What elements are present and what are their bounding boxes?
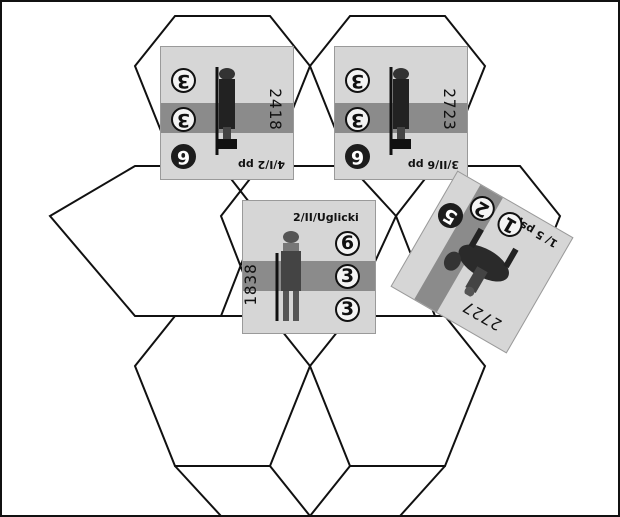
infantry-figure-icon — [209, 63, 245, 159]
hex-cell-3 — [50, 166, 260, 316]
bottom-value: 3 — [171, 68, 196, 93]
counter-number: 2723 — [440, 88, 459, 131]
infantry-figure-icon — [273, 229, 309, 325]
counter-number: 1838 — [242, 263, 260, 306]
hex-cell-7 — [310, 316, 485, 466]
counter-2-II-Uglicki[interactable]: 2/II/Uglicki 1838 6 3 3 — [242, 200, 376, 334]
bottom-value: 3 — [335, 297, 360, 322]
counter-4-I-2-pp[interactable]: 4/I/2 pp 2418 6 3 3 — [160, 46, 294, 180]
cavalry-figure-icon — [433, 218, 535, 315]
hex-edge — [270, 466, 350, 516]
counter-number: 2418 — [266, 88, 285, 131]
mid-value: 3 — [345, 107, 370, 132]
top-value: 6 — [335, 231, 360, 256]
infantry-figure-icon — [383, 63, 419, 159]
counter-3-II-6-pp[interactable]: 3/II/6 pp 2723 6 3 3 — [334, 46, 468, 180]
hex-edge — [175, 466, 221, 516]
unit-label: 2/II/Uglicki — [293, 211, 359, 224]
hex-edge — [400, 466, 445, 516]
mid-value: 3 — [171, 107, 196, 132]
hex-cell-6 — [135, 316, 310, 466]
bottom-value: 3 — [345, 68, 370, 93]
unit-label: 3/II/6 pp — [408, 158, 459, 171]
top-value: 6 — [345, 144, 370, 169]
unit-label: 4/I/2 pp — [238, 158, 285, 171]
top-value: 6 — [171, 144, 196, 169]
mid-value: 3 — [335, 264, 360, 289]
